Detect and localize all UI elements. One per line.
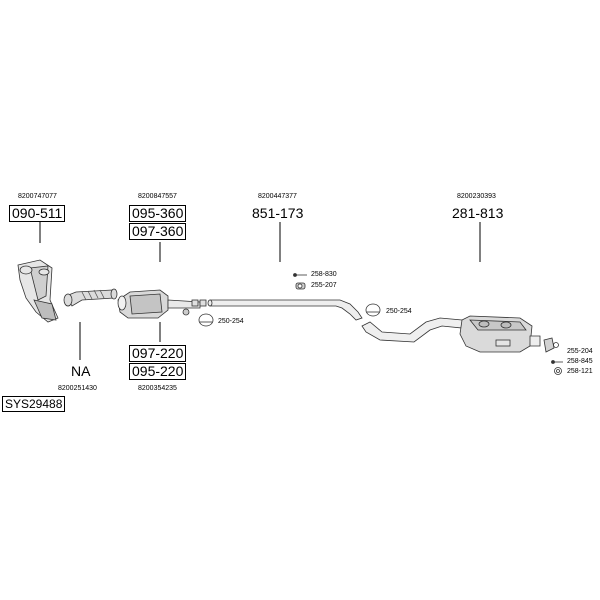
clamp-mid (365, 303, 381, 317)
part-code-cat-3[interactable]: 097-220 (129, 345, 187, 362)
fitting-label-clamp-mid: 250-254 (386, 308, 412, 315)
center-pipe (207, 299, 363, 321)
fitting-label-clamp-front: 250-254 (218, 318, 244, 325)
exhaust-manifold (17, 259, 59, 323)
fitting-label-255-204: 255-204 (567, 348, 593, 355)
rear-fittings (543, 337, 563, 375)
part-code-rear-silencer[interactable]: 281-813 (452, 205, 504, 221)
hanger-fittings (293, 273, 307, 290)
na-label: NA (71, 363, 91, 379)
fitting-label-258-830: 258-830 (311, 271, 337, 278)
fitting-label-258-121: 258-121 (567, 368, 593, 375)
oem-number-manifold: 8200747077 (18, 193, 57, 200)
part-code-manifold[interactable]: 090-511 (9, 205, 66, 222)
rear-pipe (361, 317, 463, 343)
oem-number-manifold-bottom: 8200251430 (58, 385, 97, 392)
front-flex-pipe (63, 288, 118, 307)
oem-number-cat-bottom: 8200354235 (138, 385, 177, 392)
part-code-cat-1[interactable]: 095-360 (129, 205, 187, 222)
part-code-cat-4[interactable]: 095-220 (129, 363, 187, 380)
part-code-cat-2[interactable]: 097-360 (129, 223, 187, 240)
clamp-front (198, 313, 214, 327)
oem-number-center-pipe: 8200447377 (258, 193, 297, 200)
system-code[interactable]: SYS29488 (2, 396, 66, 412)
cat-outlet-fittings (191, 299, 207, 307)
part-code-center-pipe[interactable]: 851-173 (252, 205, 304, 221)
rear-silencer (459, 315, 541, 353)
oem-number-rear-silencer: 8200230393 (457, 193, 496, 200)
oem-number-cat: 8200847557 (138, 193, 177, 200)
fitting-label-255-207: 255-207 (311, 282, 337, 289)
fitting-label-258-845: 258-845 (567, 358, 593, 365)
catalytic-converter (117, 289, 201, 319)
